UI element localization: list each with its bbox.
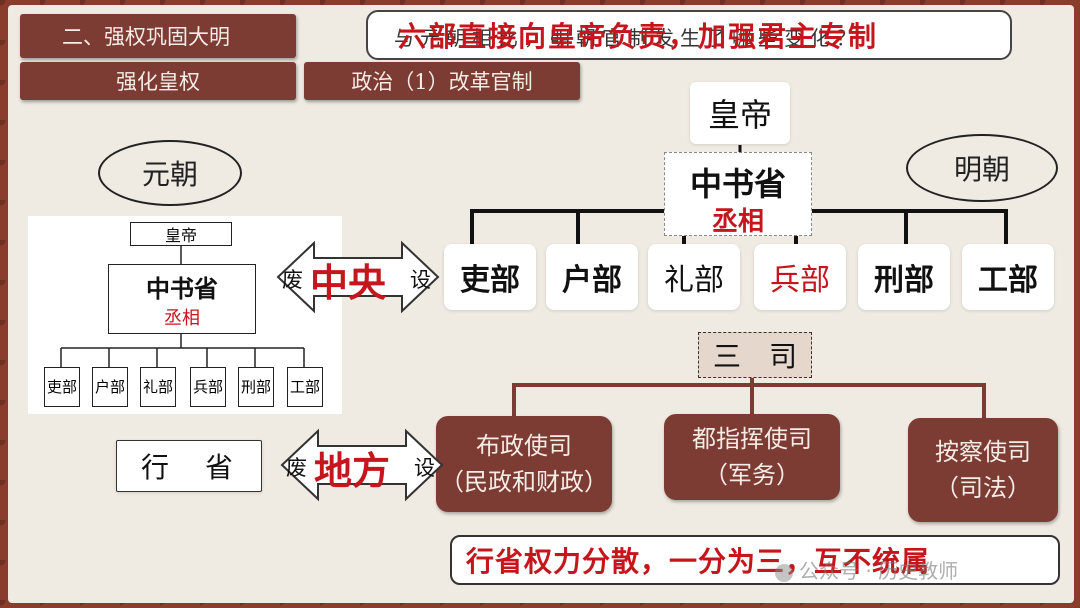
- central-abolish-label: 废: [282, 268, 303, 292]
- three-offices-box: 三 司: [698, 332, 812, 378]
- yuan-province-box: 行 省: [116, 440, 262, 492]
- sub-topic-tag: 强化皇权: [20, 62, 296, 100]
- office-judicial-duty: （司法）: [935, 474, 1031, 502]
- ming-ministry-personnel: 吏部: [444, 244, 536, 310]
- yuan-ministry-justice: 刑部: [238, 367, 274, 407]
- office-administration-duty: （民政和财政）: [440, 468, 608, 496]
- yuan-secretariat-box: 中书省 丞相: [108, 264, 256, 334]
- ming-ministry-works: 工部: [962, 244, 1054, 310]
- central-level-label: 中央: [310, 260, 387, 305]
- yuan-chancellor-label: 丞相: [164, 307, 200, 329]
- local-abolish-label: 废: [286, 456, 307, 480]
- office-military-name: 都指挥使司: [692, 425, 812, 453]
- office-judicial-name: 按察使司: [935, 438, 1031, 466]
- section-title-tag: 二、强权巩固大明: [20, 14, 296, 58]
- double-arrow-icon: [280, 428, 444, 502]
- ming-ministry-revenue: 户部: [546, 244, 638, 310]
- question-banner: 与元朝相比，明朝官制发生了哪些变化？ 六部直接向皇帝负责，加强君主专制: [366, 10, 1012, 60]
- central-establish-label: 设: [410, 268, 431, 292]
- yuan-emperor-box: 皇帝: [130, 222, 232, 246]
- ming-ministry-justice: 刑部: [858, 244, 950, 310]
- yuan-secretariat-label: 中书省: [146, 273, 218, 303]
- answer-text: 六部直接向皇帝负责，加强君主专制: [398, 20, 879, 53]
- yuan-ministry-war: 兵部: [190, 367, 226, 407]
- question-text: 与元朝相比，明朝官制发生了哪些变化？: [394, 26, 862, 50]
- double-arrow-icon: [276, 240, 440, 314]
- office-military-duty: （军务）: [704, 461, 800, 489]
- topic-tag: 政治（1）改革官制: [304, 62, 580, 100]
- ming-secretariat-label: 中书省: [689, 165, 786, 203]
- conclusion-box: 行省权力分散，一分为三，互不统属: [450, 535, 1060, 585]
- office-military: 都指挥使司 （军务）: [664, 414, 840, 500]
- watermark-text: 公众号 · 历史教师: [799, 559, 959, 583]
- local-level-label: 地方: [314, 448, 391, 493]
- ming-chancellor-label: 丞相: [711, 207, 764, 237]
- office-administration-name: 布政使司: [476, 432, 572, 460]
- ming-ministry-rites: 礼部: [648, 244, 740, 310]
- central-reform-arrow: 废 中央 设: [276, 240, 440, 314]
- wechat-icon: [775, 563, 793, 582]
- yuan-ministry-revenue: 户部: [92, 367, 128, 407]
- local-reform-arrow: 废 地方 设: [280, 428, 444, 502]
- yuan-ministry-rites: 礼部: [140, 367, 176, 407]
- yuan-ministry-works: 工部: [287, 367, 323, 407]
- ming-emperor-box: 皇帝: [690, 82, 790, 144]
- yuan-ministry-personnel: 吏部: [44, 367, 80, 407]
- yuan-dynasty-oval: 元朝: [98, 140, 242, 206]
- watermark: 公众号 · 历史教师: [775, 555, 958, 584]
- office-judicial: 按察使司 （司法）: [908, 418, 1058, 522]
- office-administration: 布政使司 （民政和财政）: [436, 416, 612, 512]
- ming-secretariat-box: 中书省 丞相: [664, 152, 812, 237]
- conclusion-text: 行省权力分散，一分为三，互不统属: [466, 545, 931, 578]
- ming-ministry-war: 兵部: [754, 244, 846, 310]
- ming-dynasty-oval: 明朝: [906, 134, 1058, 202]
- local-establish-label: 设: [414, 456, 435, 480]
